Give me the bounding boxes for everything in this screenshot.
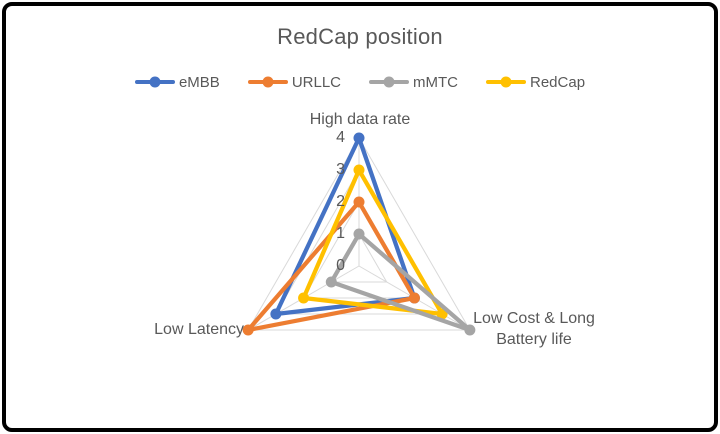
series-URLLC bbox=[242, 196, 420, 336]
legend-line-marker-icon bbox=[486, 76, 526, 88]
legend-item-URLLC: URLLC bbox=[247, 73, 341, 91]
radial-tick-label: 1 bbox=[336, 225, 345, 242]
legend-label: mMTC bbox=[413, 73, 458, 91]
axis-label-high-data-rate: High data rate bbox=[309, 111, 411, 128]
series-RedCap bbox=[298, 164, 448, 320]
legend-item-eMBB: eMBB bbox=[134, 73, 220, 91]
legend-circle-marker-icon bbox=[383, 76, 395, 88]
series-marker-URLLC-0 bbox=[353, 196, 365, 208]
chart-title: RedCap position bbox=[277, 24, 443, 49]
legend-line-marker-icon bbox=[247, 76, 288, 88]
series-marker-mMTC-2 bbox=[325, 276, 337, 288]
chart-legend: eMBB URLLC mMTC RedCap bbox=[0, 72, 720, 92]
legend-circle-marker-icon bbox=[262, 76, 274, 88]
series-marker-eMBB-0 bbox=[353, 132, 365, 144]
series-marker-eMBB-2 bbox=[270, 308, 282, 320]
series-polygon-RedCap bbox=[301, 167, 445, 317]
axis-label-low-cost-long-battery-life: Low Cost & Long Battery life bbox=[473, 310, 595, 348]
legend-item-RedCap: RedCap bbox=[486, 74, 585, 91]
radial-tick-label: 3 bbox=[336, 161, 345, 178]
series-marker-URLLC-1 bbox=[408, 292, 420, 304]
series-polygon-mMTC bbox=[329, 231, 472, 333]
series-polygon-URLLC bbox=[246, 199, 417, 333]
legend-circle-marker-icon bbox=[500, 76, 512, 88]
axis-label-low-latency: Low Latency bbox=[154, 321, 244, 338]
series-marker-mMTC-1 bbox=[464, 324, 476, 336]
legend-label: eMBB bbox=[178, 73, 220, 91]
radial-tick-label: 2 bbox=[336, 193, 345, 210]
gridline-ring-4 bbox=[247, 137, 471, 331]
legend-label: RedCap bbox=[530, 73, 586, 91]
series-marker-RedCap-2 bbox=[298, 292, 310, 304]
radial-tick-label: 4 bbox=[336, 129, 345, 146]
series-marker-RedCap-0 bbox=[353, 164, 365, 176]
series-marker-URLLC-2 bbox=[242, 324, 254, 336]
legend-line-marker-icon bbox=[369, 76, 409, 88]
series-marker-RedCap-1 bbox=[436, 308, 448, 320]
series-mMTC bbox=[325, 228, 476, 336]
radial-tick-label: 0 bbox=[336, 257, 345, 274]
legend-line-marker-icon bbox=[134, 76, 175, 88]
series-marker-mMTC-0 bbox=[353, 228, 365, 240]
legend-circle-marker-icon bbox=[149, 76, 161, 88]
legend-label: URLLC bbox=[291, 73, 341, 91]
legend-item-mMTC: mMTC bbox=[369, 74, 458, 91]
